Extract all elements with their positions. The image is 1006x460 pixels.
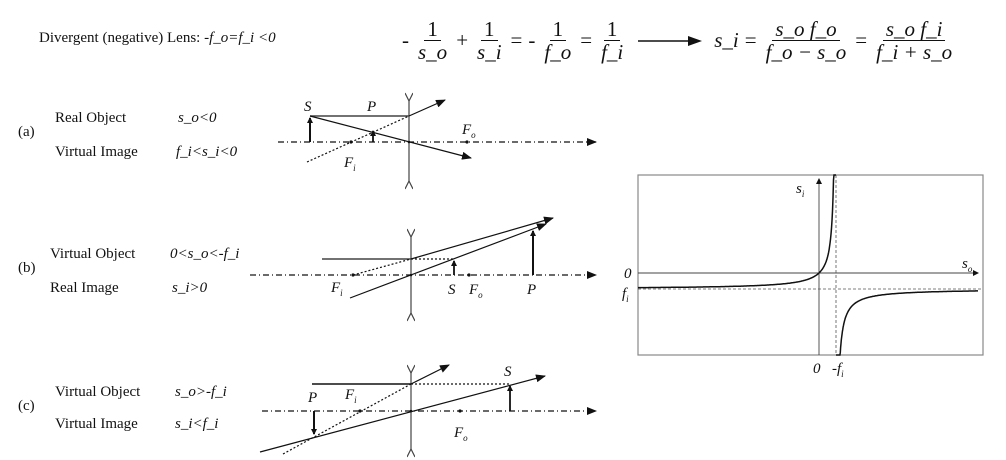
eq-num: 1 (481, 18, 498, 42)
label-S: S (304, 99, 312, 115)
diagram-c (259, 364, 597, 455)
label-P: P (526, 282, 536, 298)
graph-neg-fi-label: -fi (832, 361, 844, 379)
eq-den: f_o − s_o (765, 40, 847, 65)
eq-num: 1 (603, 18, 621, 42)
ray (259, 374, 546, 453)
label-S: S (448, 282, 456, 298)
case-c-line2: Virtual Image (55, 416, 138, 432)
case-a-line2: Virtual Image (55, 144, 138, 160)
eq-den: s_i (477, 40, 502, 65)
graph-zero-y: 0 (624, 266, 632, 282)
eq-den: f_i + s_o (876, 40, 953, 65)
graph-y-label: si (796, 181, 805, 199)
focal-points (349, 140, 471, 413)
label-P: P (366, 99, 376, 115)
long-arrow-icon (638, 35, 703, 46)
eq-num: 1 (424, 18, 441, 42)
label-Fi: Fi (344, 387, 357, 405)
ray (309, 115, 472, 160)
ray (408, 99, 446, 117)
label-Fo: Fo (468, 282, 483, 300)
graph-x-label: so (962, 256, 973, 274)
case-b-line2: Real Image (50, 280, 119, 296)
si-vs-so-graph: si so 0 fi 0 -fi (622, 174, 984, 379)
diagram-b (250, 216, 597, 313)
case-b-cond1: 0<s_o<-f_i (170, 246, 240, 262)
case-c-cond2: s_i<f_i (175, 416, 219, 432)
title-condition: -f_o=f_i <0 (204, 30, 276, 46)
curve-left-branch (638, 174, 836, 289)
case-c-line1: Virtual Object (55, 384, 141, 400)
eq-equals: = (580, 28, 593, 53)
eq-den: f_i (601, 40, 624, 65)
label-S: S (504, 364, 512, 380)
case-b-cond2: s_i>0 (172, 280, 208, 296)
graph-zero-x: 0 (813, 361, 821, 377)
label-Fo: Fo (461, 122, 476, 140)
case-c-cond1: s_o>-f_i (175, 384, 227, 400)
eq-num: s_o f_i (882, 18, 946, 42)
ray (410, 364, 450, 385)
virtual-ray (282, 383, 412, 455)
label-Fi: Fi (330, 280, 343, 298)
graph-frame (637, 174, 984, 356)
case-b-line1: Virtual Object (50, 246, 136, 262)
eq-den: f_o (544, 40, 572, 65)
title-text: Divergent (negative) Lens: (39, 30, 201, 46)
label-P: P (307, 390, 317, 406)
eq-num: 1 (549, 18, 567, 42)
ray (410, 216, 554, 260)
ray (349, 223, 547, 299)
lens-title: Divergent (negative) Lens: -f_o=f_i <0 (39, 30, 276, 47)
eq-den: s_o (418, 40, 448, 65)
eq-plus: + (456, 28, 469, 53)
graph-fi-label: fi (622, 286, 629, 304)
case-a-cond1: s_o<0 (178, 110, 217, 126)
eq-equals: = (510, 28, 523, 53)
diagram-a (278, 99, 597, 181)
curve-right-branch (836, 290, 978, 356)
case-c-tag: (c) (18, 398, 35, 414)
eq-minus: - (528, 28, 536, 53)
eq-equals: = (855, 28, 868, 53)
eq-equals: = (744, 28, 757, 53)
case-a-line1: Real Object (55, 110, 127, 126)
case-b-tag: (b) (18, 260, 36, 276)
case-a-cond2: f_i<s_i<0 (176, 144, 238, 160)
eq-num: s_o f_o (772, 18, 840, 42)
virtual-ray (352, 258, 412, 276)
label-Fo: Fo (453, 425, 468, 443)
virtual-ray (306, 115, 410, 163)
label-Fi: Fi (343, 155, 356, 173)
case-a-tag: (a) (18, 124, 35, 140)
eq-minus: - (402, 28, 409, 53)
eq-si: s_i (714, 28, 739, 53)
